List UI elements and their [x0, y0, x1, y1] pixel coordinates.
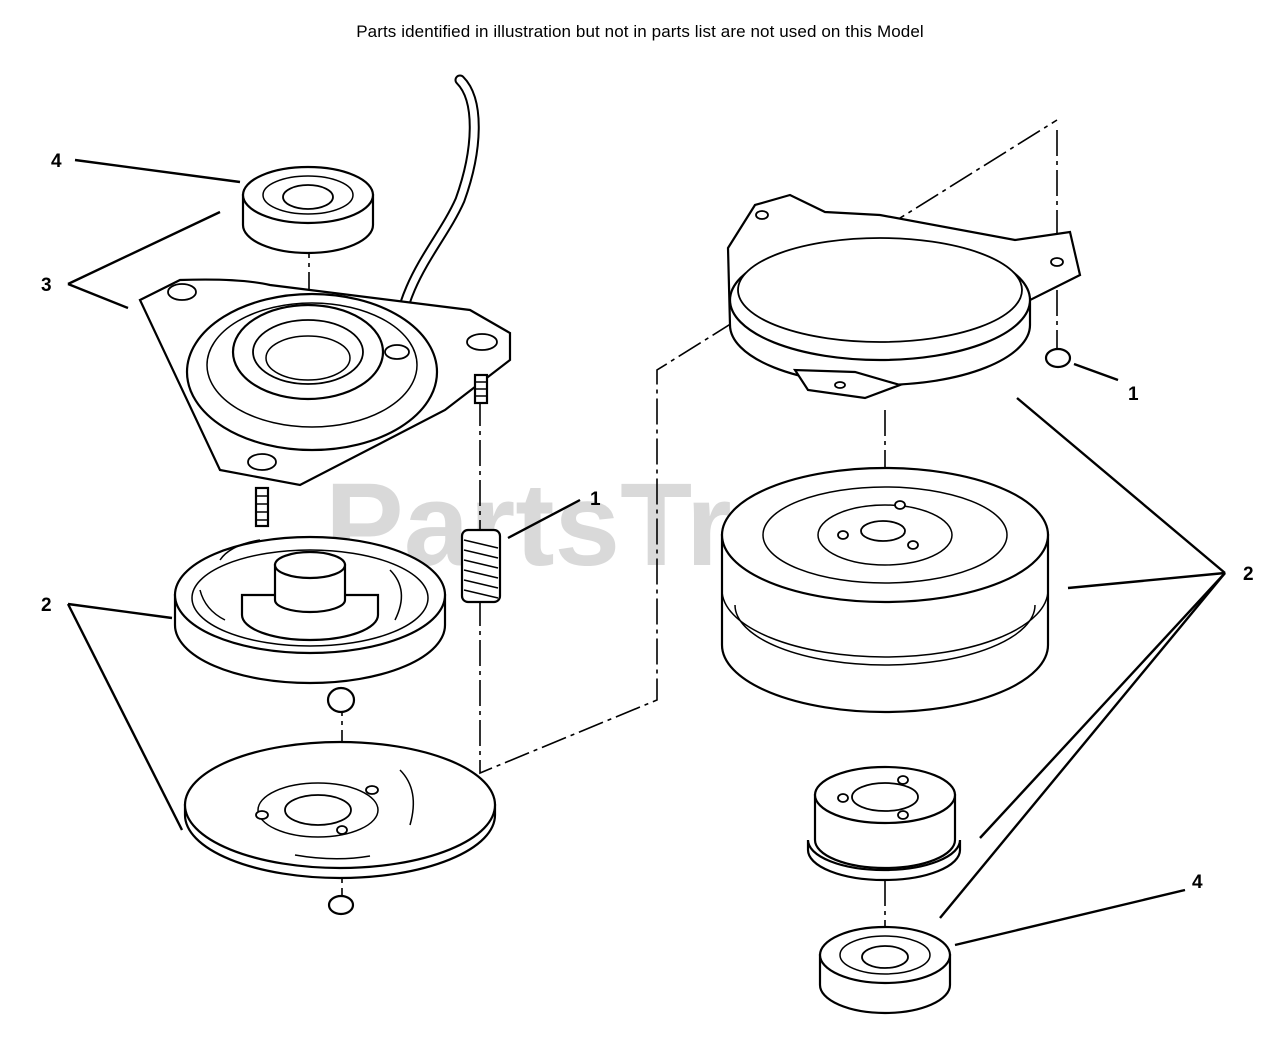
header-note: Parts identified in illustration but not…: [356, 22, 924, 41]
brake-plate: [183, 740, 497, 880]
callout-right-4: 4: [1192, 872, 1203, 893]
pulley-flange-ring: [726, 193, 1082, 400]
right-bearing: [818, 925, 952, 1015]
mounting-studs: [254, 373, 489, 528]
hex-nut: [1044, 347, 1072, 369]
callout-left-2: 2: [41, 595, 52, 616]
double-pulley: [720, 466, 1050, 714]
bottom-nut: [327, 894, 355, 916]
rivet: [326, 686, 356, 714]
callout-right-1: 1: [1128, 384, 1139, 405]
left-bearing: [241, 165, 375, 255]
hub-spacer: [806, 765, 962, 882]
callout-right-2: 2: [1243, 564, 1254, 585]
armature-rotor: [173, 535, 447, 685]
spring: [460, 528, 502, 604]
callout-left-3: 3: [41, 275, 52, 296]
leader-lines: [66, 158, 1226, 947]
callout-center-1: 1: [590, 489, 601, 510]
field-coil-stator: [138, 278, 512, 487]
callout-left-4: 4: [51, 151, 62, 172]
